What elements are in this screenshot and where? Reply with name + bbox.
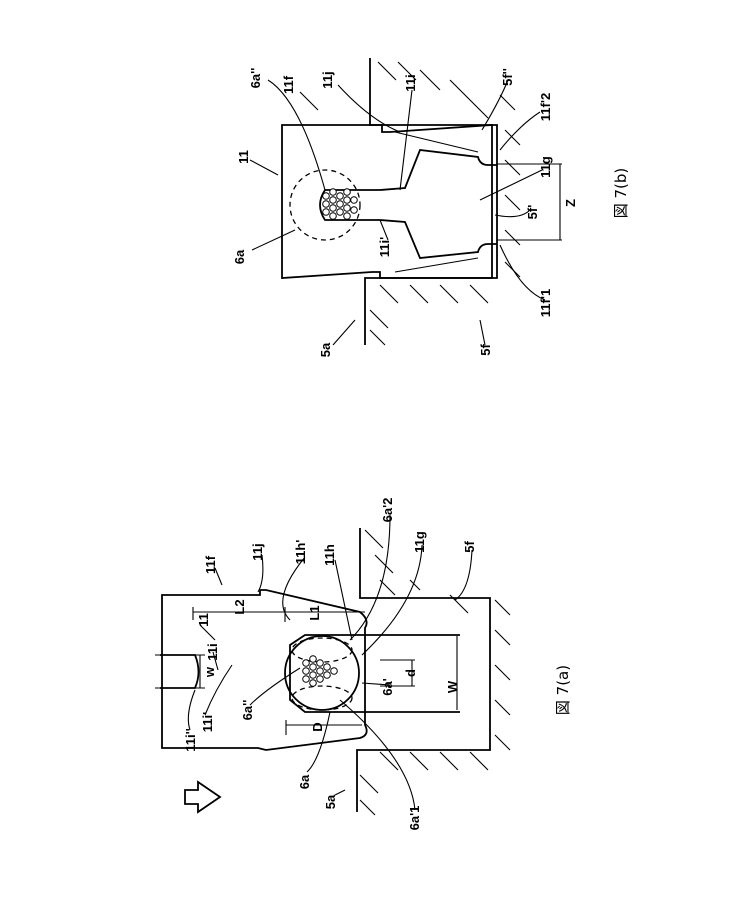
label-11i-prime: 11i' — [377, 237, 392, 257]
housing-hatching-7a — [359, 529, 511, 816]
label-z: Z — [563, 199, 578, 207]
label-11f: 11f — [203, 555, 218, 574]
label-5f: 5f — [462, 541, 477, 553]
dimension-z — [497, 163, 562, 241]
label-11i: 11i — [403, 74, 418, 91]
housing-wall-7a — [356, 528, 491, 812]
figure-caption-7a: 図 7(a) — [554, 665, 572, 715]
leader-lines-7b — [249, 79, 546, 346]
label-11i-prime: 11i' — [200, 712, 215, 732]
label-l1: L1 — [307, 605, 322, 620]
slot-11g-7b — [319, 149, 497, 259]
label-11i-double-prime: 11i'' — [183, 728, 198, 752]
housing-hatching-7b — [369, 61, 521, 346]
housing-wall-7b — [364, 58, 498, 345]
label-6a: 6a — [297, 774, 312, 789]
slot-11i-7a — [160, 654, 200, 689]
crushed-part-6a-prime-1 — [291, 685, 353, 711]
label-w-large: W — [445, 680, 460, 693]
label-11h-prime: 11h' — [293, 540, 308, 565]
label-11f-prime-1: 11f'1 — [538, 289, 553, 317]
leader-lines-7a — [187, 514, 473, 811]
figure-7b: 6a'' 11f 11j 11i 5f'' 11f'2 11 11g Z 5f'… — [232, 58, 630, 357]
conductor-6a — [284, 635, 360, 711]
conductor-strands-7b — [322, 188, 358, 220]
label-5a: 5a — [318, 342, 333, 357]
label-11j: 11j — [320, 71, 335, 88]
label-w-small: w — [202, 666, 217, 678]
label-11g: 11g — [412, 531, 427, 553]
terminal-body-7b — [281, 124, 493, 279]
label-11: 11 — [196, 613, 211, 627]
label-5f-prime: 5f' — [525, 205, 540, 220]
label-11: 11 — [236, 150, 251, 164]
labels-7b: 6a'' 11f 11j 11i 5f'' 11f'2 11 11g Z 5f'… — [232, 68, 578, 358]
dimension-lines-7a — [155, 607, 458, 735]
label-11j: 11j — [250, 543, 265, 560]
label-11i: 11i — [205, 643, 220, 660]
label-11h: 11h — [322, 544, 337, 566]
taper-line-7b — [394, 131, 479, 273]
label-11g: 11g — [538, 156, 553, 178]
label-6a-double-prime: 6a'' — [248, 68, 263, 89]
figure-caption-7b: 図 7(b) — [612, 168, 630, 219]
slot-11g-7a — [289, 634, 460, 713]
label-5f-double-prime: 5f'' — [500, 68, 515, 86]
labels-7a: 11 w 11i'' 11f 11j 11h' 11h 6a'2 11g 5f … — [183, 498, 477, 831]
label-6a: 6a — [232, 249, 247, 264]
label-6a-prime-2: 6a'2 — [380, 498, 395, 523]
figure-7a: 11 w 11i'' 11f 11j 11h' 11h 6a'2 11g 5f … — [155, 498, 572, 831]
label-11f: 11f — [281, 75, 296, 94]
insertion-direction-arrow-icon — [184, 780, 222, 814]
conductor-strands-7a — [302, 655, 338, 687]
label-5f: 5f — [478, 344, 493, 356]
label-d-large: D — [310, 722, 325, 731]
label-d-small: d — [403, 669, 418, 677]
label-6a-double-prime: 6a'' — [240, 700, 255, 721]
label-6a-prime-1: 6a'1 — [407, 806, 422, 831]
label-6a-prime: 6a' — [380, 678, 395, 696]
label-5a: 5a — [323, 794, 338, 809]
crushed-part-6a-prime-2 — [291, 637, 353, 663]
label-l2: L2 — [232, 599, 247, 614]
conductor-outline-dashed-7b — [289, 169, 361, 241]
label-11f-prime-2: 11f'2 — [538, 93, 553, 121]
